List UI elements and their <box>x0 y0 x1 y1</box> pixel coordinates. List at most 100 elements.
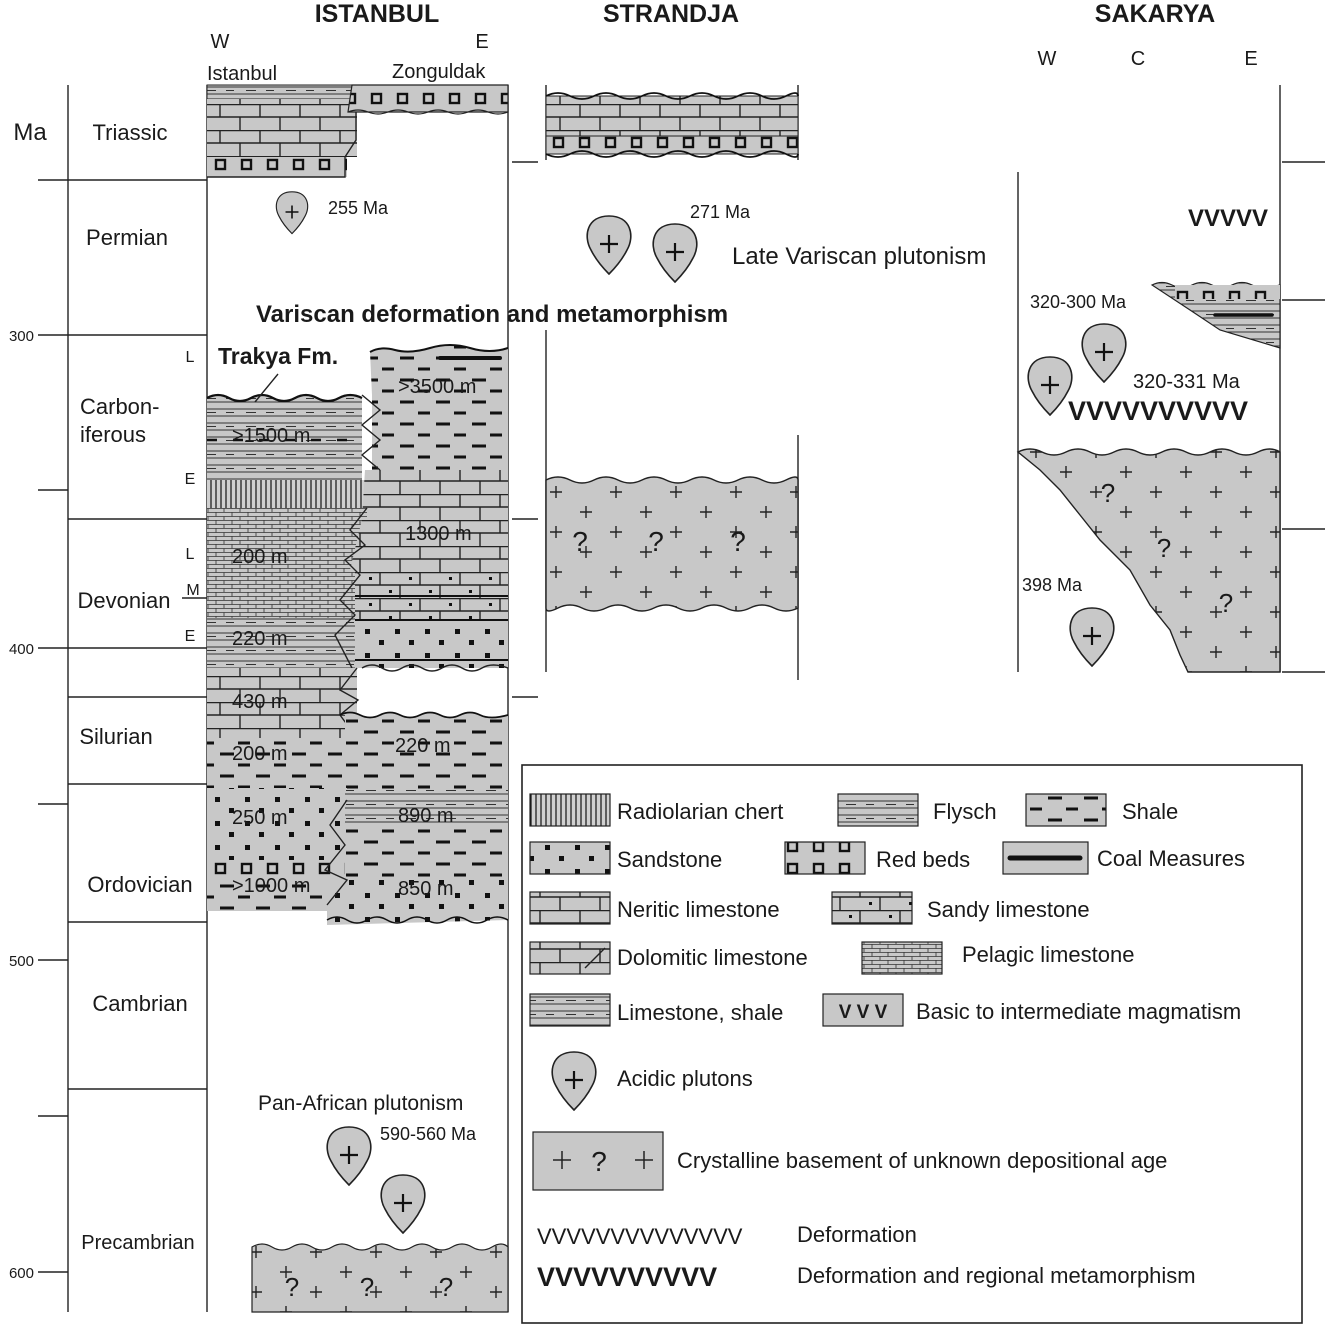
legend-swatch-neritic <box>529 891 611 925</box>
legend-swatch-magmatism <box>822 993 904 1027</box>
legend-deformation-metamorphism: Deformation and regional metamorphism <box>797 1263 1196 1288</box>
basement-question-1: ? <box>285 1272 299 1302</box>
zonguldak-label: Zonguldak <box>392 61 486 83</box>
legend-sandstone: Sandstone <box>617 847 722 872</box>
tick-400: 400 <box>9 641 34 658</box>
tick-300: 300 <box>9 328 34 345</box>
legend-magmatism-sample: V V V <box>839 1002 888 1023</box>
variscan-deformation-label: Variscan deformation and metamorphism <box>256 301 728 328</box>
label-271-ma: 271 Ma <box>690 202 751 222</box>
thickness-1300: 1300 m <box>405 523 472 545</box>
strandja-question-2: ? <box>648 526 664 557</box>
legend-limestone-shale: Limestone, shale <box>617 1000 783 1025</box>
subdiv-late-dev: L <box>186 546 195 563</box>
axis-unit: Ma <box>13 119 47 146</box>
legend-swatch-flysch <box>837 793 919 827</box>
thickness-200-devonian: 200 m <box>232 546 288 568</box>
sakarya-question-1: ? <box>1101 478 1115 508</box>
legend-deformation: Deformation <box>797 1222 917 1247</box>
strandja-question-3: ? <box>730 526 746 557</box>
istanbul-strata <box>206 84 509 1313</box>
sakarya-pluton-398-icon <box>1069 606 1115 668</box>
label-590-560-ma: 590-560 Ma <box>380 1124 477 1144</box>
trakya-pointer <box>254 373 279 403</box>
period-precambrian: Precambrian <box>81 1232 194 1254</box>
istanbul-header: ISTANBUL <box>315 0 440 28</box>
legend-pelagic-limestone: Pelagic limestone <box>962 942 1134 967</box>
legend-sandy-limestone: Sandy limestone <box>927 897 1090 922</box>
basement-question-2: ? <box>360 1272 374 1302</box>
period-ordovician: Ordovician <box>87 872 192 897</box>
pluton-255-icon <box>275 191 309 235</box>
period-carboniferous-2: iferous <box>80 422 146 447</box>
legend-swatch-sandstone <box>529 841 611 875</box>
legend-acidic-plutons: Acidic plutons <box>617 1066 753 1091</box>
thickness-1000: >1000 m <box>232 875 310 897</box>
basement-question-3: ? <box>439 1272 453 1302</box>
strandja-pluton-2-icon <box>652 222 698 284</box>
legend-crystalline-crosses <box>553 1151 653 1169</box>
period-silurian: Silurian <box>79 724 152 749</box>
istanbul-tick-marks <box>512 161 538 698</box>
subdiv-early-dev: E <box>185 628 196 645</box>
thickness-1500: >1500 m <box>232 425 310 447</box>
sakarya-pluton-1-icon <box>1081 322 1127 384</box>
sakarya-header: SAKARYA <box>1095 0 1215 28</box>
sakarya-west-label: W <box>1038 48 1057 70</box>
legend-dolomite-mark <box>584 947 606 969</box>
istanbul-east-label: E <box>475 31 488 53</box>
thickness-430: 430 m <box>232 691 288 713</box>
legend-metamorphism-symbol: VVVVVVVVVV <box>537 1262 717 1292</box>
period-carboniferous-1: Carbon- <box>80 394 159 419</box>
sakarya-permian-magmatism: VVVVV <box>1188 205 1268 232</box>
legend-flysch: Flysch <box>933 799 997 824</box>
sakarya-column <box>1016 85 1325 673</box>
period-devonian: Devonian <box>78 588 171 613</box>
tick-500: 500 <box>9 953 34 970</box>
period-permian: Permian <box>86 225 168 250</box>
legend-coal-measures: Coal Measures <box>1097 846 1245 871</box>
label-255-ma: 255 Ma <box>328 198 389 218</box>
legend-swatch-shale <box>1025 793 1107 827</box>
label-320-331-ma: 320-331 Ma <box>1133 371 1241 393</box>
legend-dolomitic-limestone: Dolomitic limestone <box>617 945 808 970</box>
legend-swatch-limestone-shale <box>529 993 611 1027</box>
thickness-200-silurian: 200 m <box>232 743 288 765</box>
pan-african-pluton-1-icon <box>326 1125 372 1187</box>
legend-deformation-symbol: VVVVVVVVVVVVVV <box>537 1224 743 1249</box>
legend-shale: Shale <box>1122 799 1178 824</box>
sakarya-question-3: ? <box>1219 588 1233 618</box>
legend-swatch-dolomitic <box>529 941 611 975</box>
late-variscan-label: Late Variscan plutonism <box>732 243 986 270</box>
sakarya-pluton-2-icon <box>1027 355 1073 417</box>
legend-swatch-sandy-limestone <box>831 891 913 925</box>
trakya-formation-label: Trakya Fm. <box>218 343 338 369</box>
legend-swatch-pelagic <box>861 941 943 975</box>
thickness-890: 890 m <box>398 805 454 827</box>
legend-swatch-red-beds <box>784 841 866 875</box>
period-cambrian: Cambrian <box>92 991 187 1016</box>
legend-box <box>521 764 1303 1324</box>
sakarya-east-label: E <box>1244 48 1257 70</box>
legend-swatch-radiolarian <box>529 793 611 827</box>
legend-basic-magmatism: Basic to intermediate magmatism <box>916 999 1241 1024</box>
istanbul-west-label: W <box>211 31 230 53</box>
legend-swatch-crystalline <box>532 1131 664 1191</box>
legend-neritic-limestone: Neritic limestone <box>617 897 780 922</box>
time-axis <box>38 85 208 1312</box>
tick-600: 600 <box>9 1265 34 1282</box>
legend-crystalline-question: ? <box>591 1146 607 1177</box>
legend: Radiolarian chert Flysch Shale Sandstone… <box>521 764 1303 1324</box>
strandja-header: STRANDJA <box>603 0 739 28</box>
sakarya-carboniferous-deformation: VVVVVVVVVV <box>1068 396 1248 426</box>
strandja-column <box>545 85 799 680</box>
sakarya-question-2: ? <box>1157 533 1171 563</box>
subdiv-late-carb: L <box>186 349 195 366</box>
legend-red-beds: Red beds <box>876 847 970 872</box>
strandja-pluton-1-icon <box>586 214 632 276</box>
label-398-ma: 398 Ma <box>1022 575 1083 595</box>
subdiv-early-carb: E <box>185 471 196 488</box>
thickness-3500: >3500 m <box>398 376 476 398</box>
thickness-220-silurian: 220 m <box>395 735 451 757</box>
